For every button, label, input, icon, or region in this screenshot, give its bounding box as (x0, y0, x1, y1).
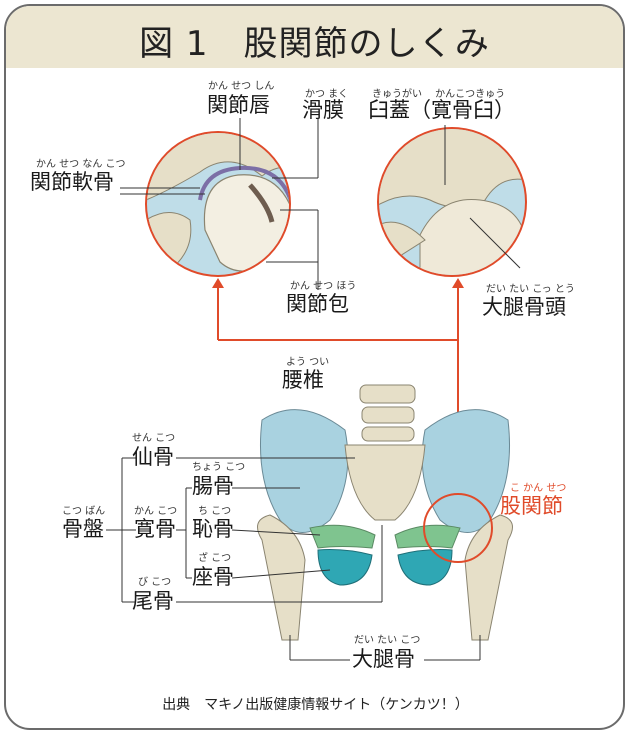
pelvis-ruby: こつ ばん (62, 506, 106, 517)
labrum-ruby: かん せつ しん (208, 81, 275, 92)
lumbar-ruby: よう つい (286, 357, 330, 368)
sacrum-label: 仙骨 (132, 445, 174, 469)
coccyx-label: 尾骨 (132, 589, 174, 613)
title-bar: 図 1 股関節のしくみ (6, 6, 623, 68)
synovium-label: 滑膜 (302, 98, 344, 122)
hipjoint-label: 股関節 (500, 494, 563, 518)
acetabulum-label: 臼蓋（寛骨臼） (368, 98, 515, 122)
coccyx-ruby: び こつ (138, 577, 172, 588)
capsule-ruby: かん せつ ほう (290, 281, 357, 292)
top-leader-lines (120, 118, 521, 290)
hipbone-ruby: かん こつ (134, 506, 178, 517)
pelvis-leader-lines (106, 457, 481, 661)
source-credit: 出典 マキノ出版健康情報サイト（ケンカツ！） (162, 697, 469, 713)
arrow-head-right (452, 278, 464, 288)
femur-ruby: だい たい こつ (354, 635, 421, 646)
acetabulum-ruby: きゅうがい かんこつきゅう (372, 89, 506, 100)
ischium-label: 座骨 (192, 565, 234, 589)
capsule-label: 関節包 (286, 292, 349, 316)
pelvis-illustration (257, 384, 513, 641)
arrow-head-left (212, 278, 224, 288)
left-detail-circle (145, 131, 291, 277)
hipbone-label: 寛骨 (134, 517, 176, 541)
synovium-ruby: かつ まく (305, 89, 349, 100)
femoral-head-ruby: だい たい こっ とう (486, 284, 575, 295)
ilium-label: 腸骨 (192, 474, 234, 498)
hipjoint-ruby: こ かん せつ (510, 483, 567, 494)
femoral-head-label: 大腿骨頭 (482, 295, 566, 319)
femur-label: 大腿骨 (352, 647, 415, 671)
right-detail-circle (377, 127, 527, 277)
cartilage-label: 関節軟骨 (30, 170, 114, 194)
pubis-label: 恥骨 (192, 517, 234, 541)
sacrum-ruby: せん こつ (132, 433, 176, 444)
pubis-ruby: ち こつ (198, 506, 232, 517)
ilium-ruby: ちょう こつ (192, 462, 246, 473)
cartilage-ruby: かん せつ なん こつ (36, 159, 126, 170)
pelvis-label: 骨盤 (62, 517, 104, 541)
labrum-label: 関節唇 (207, 93, 270, 117)
diagram-title: 図 1 股関節のしくみ (139, 24, 490, 64)
ischium-ruby: ざ こつ (198, 553, 232, 564)
lumbar-label: 腰椎 (282, 368, 324, 392)
diagram-card: 図 1 股関節のしくみ (4, 4, 625, 730)
